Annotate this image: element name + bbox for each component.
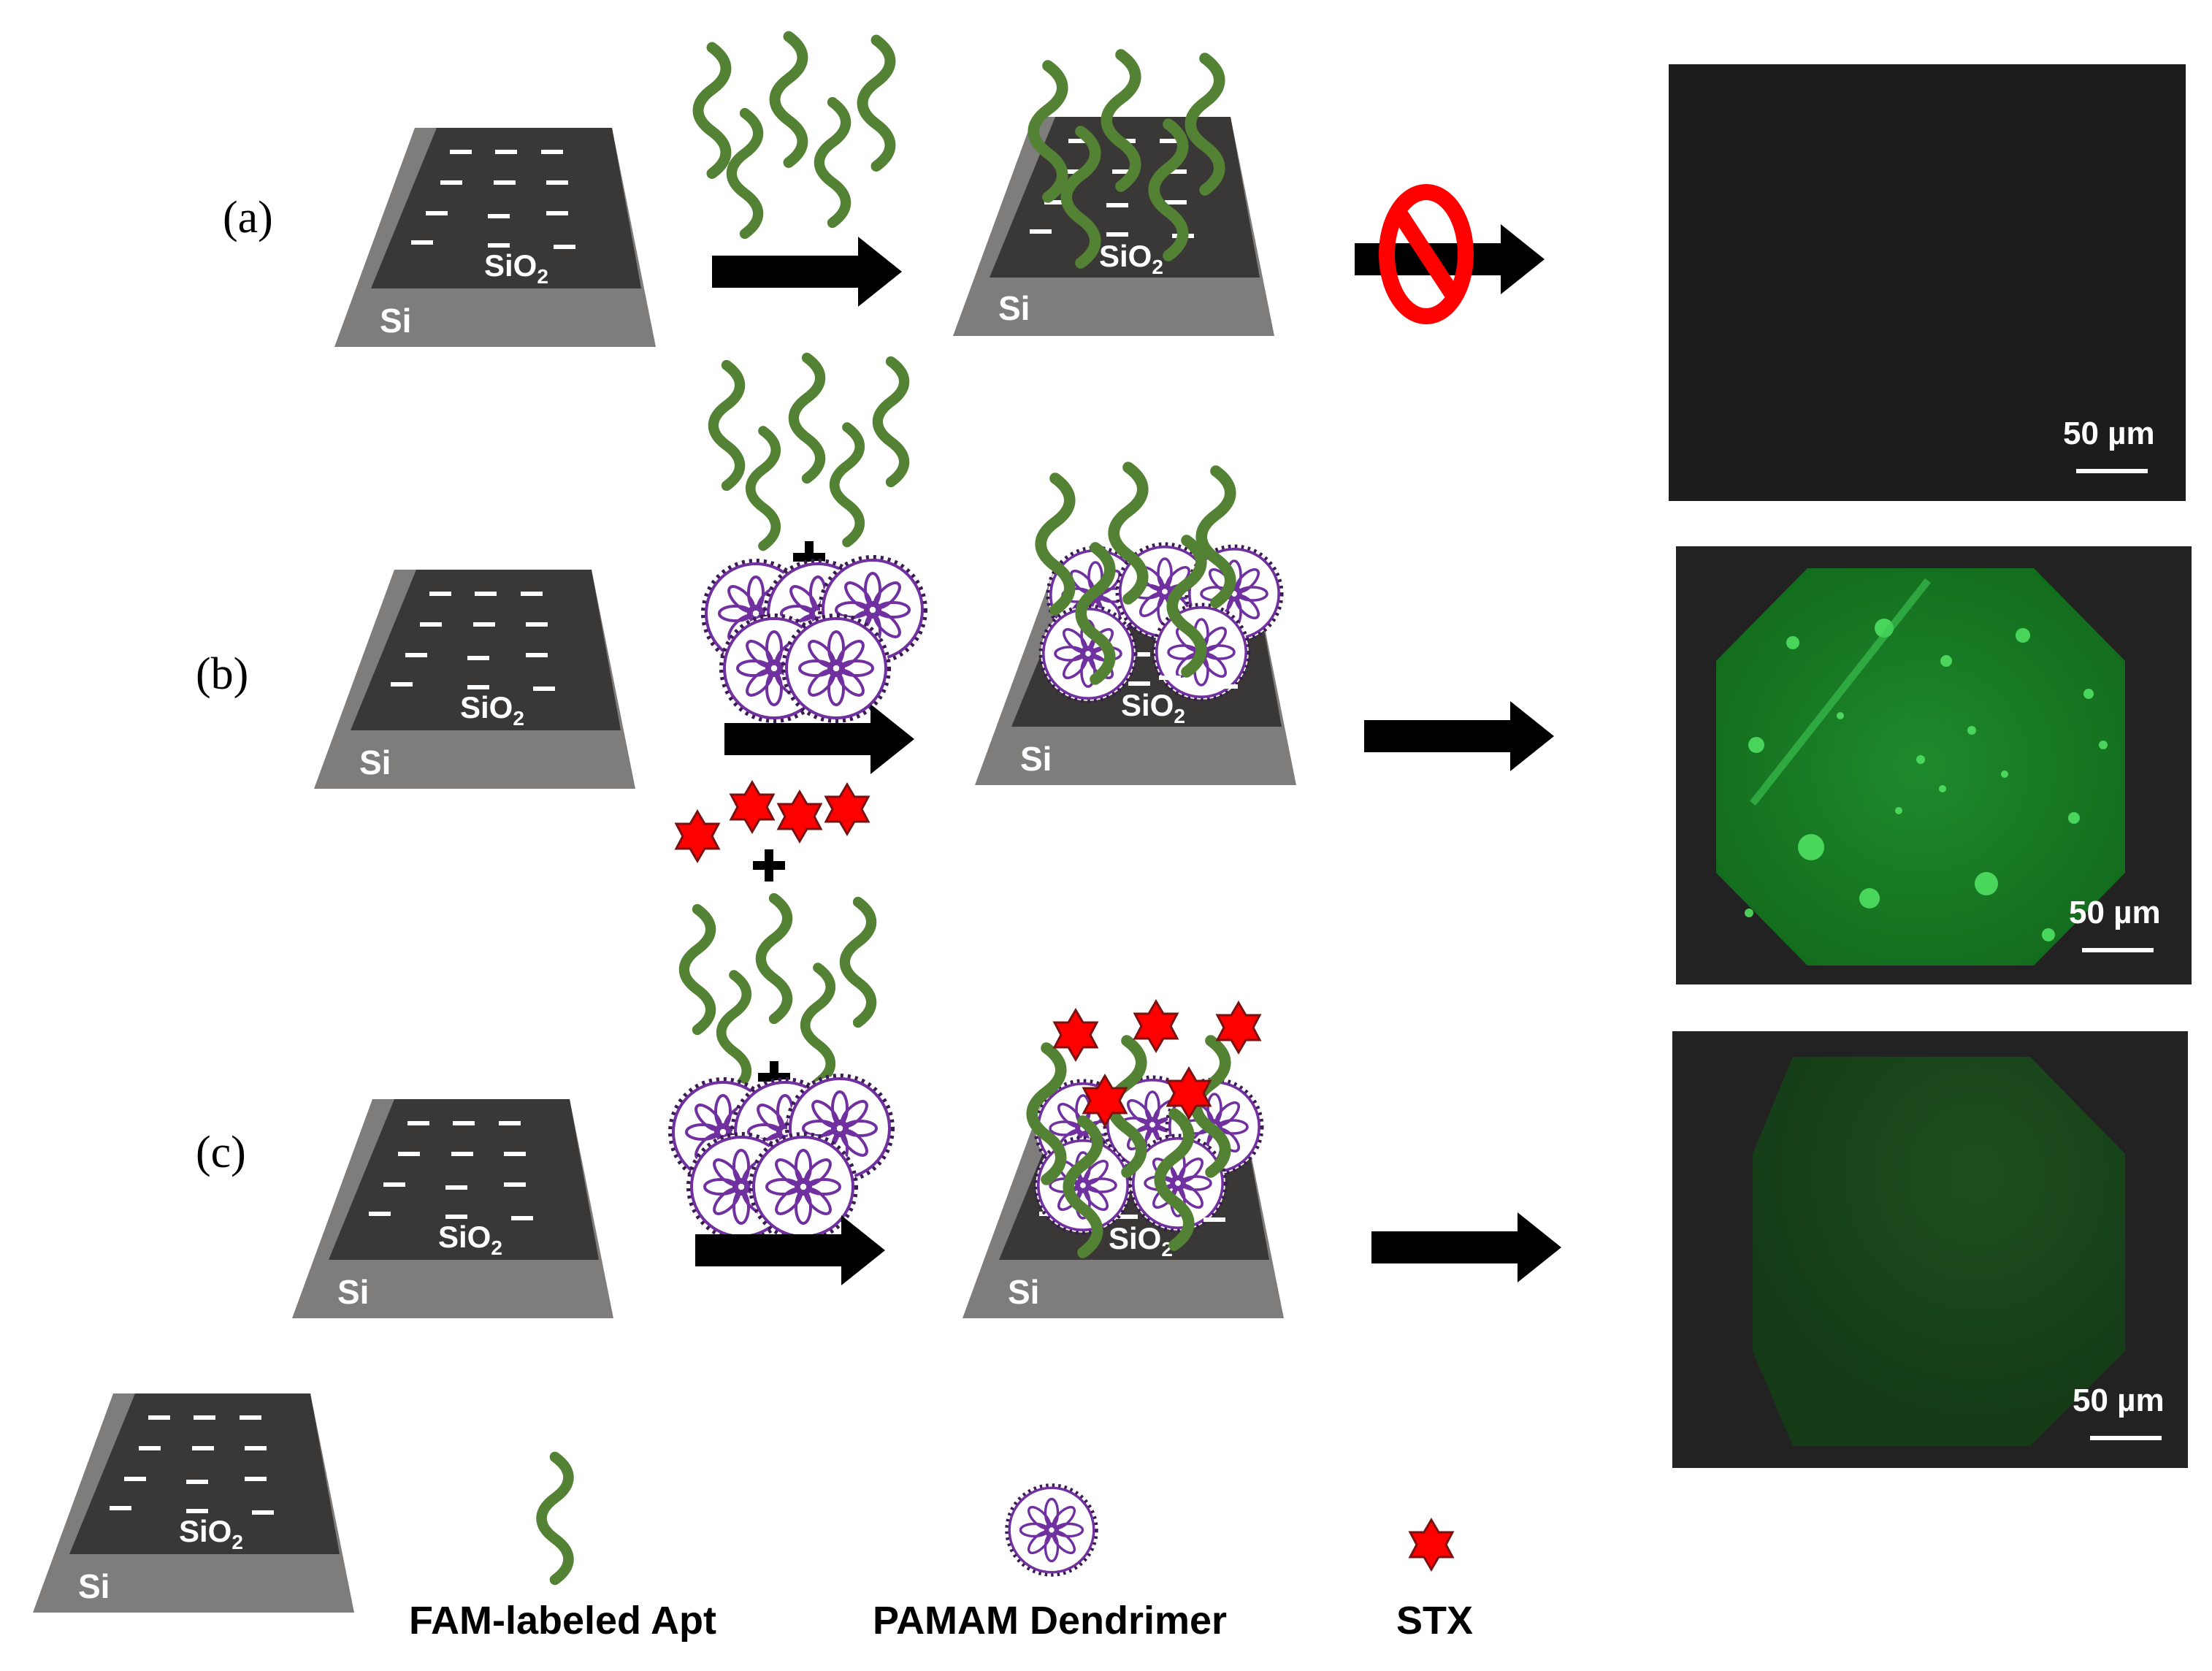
aptamer-group-b (713, 358, 904, 546)
helix-icon (732, 113, 758, 234)
sio2-label: SiO2 (1109, 1221, 1173, 1261)
star-icon (777, 790, 822, 843)
si-label: Si (359, 743, 391, 781)
helix-icon (751, 431, 776, 546)
sio2-label: SiO2 (484, 248, 548, 288)
star-icon (675, 810, 720, 863)
helix-icon (542, 1457, 569, 1580)
helix-icon (684, 909, 711, 1030)
row-label-b: (b) (196, 649, 248, 699)
helix-icon (713, 365, 740, 486)
star-icon (730, 781, 775, 833)
scale-bar-label: 50 µm (2073, 1383, 2165, 1418)
legend-stx-label: STX (1396, 1599, 1473, 1643)
helix-icon (819, 102, 846, 223)
helix-icon (845, 902, 871, 1022)
helix-icon (862, 40, 890, 167)
helix-icon (878, 362, 904, 482)
si-label: Si (1008, 1273, 1039, 1311)
blocked-arrow (1355, 184, 1545, 324)
arrow-icon (1364, 701, 1554, 771)
si-label: Si (380, 302, 411, 340)
aptamer-group-a (698, 37, 890, 234)
fluorescence-field (1716, 568, 2125, 965)
micrograph-b: 50 µm (1676, 546, 2192, 984)
chip-a-after: SiO2 Si (953, 55, 1274, 336)
row-c: (c) SiO2 Si (196, 781, 2188, 1468)
scale-bar (2076, 469, 2148, 473)
si-label: Si (998, 289, 1030, 327)
helix-icon (698, 47, 726, 174)
sio2-label: SiO2 (438, 1220, 502, 1259)
row-b: (b) SiO2 Si (196, 358, 2192, 984)
si-label: Si (1020, 740, 1052, 778)
micrograph-c: 50 µm (1672, 1031, 2188, 1468)
helix-icon (794, 358, 820, 478)
row-label-a: (a) (223, 193, 273, 242)
row-label-c: (c) (196, 1128, 246, 1177)
chip-c-after: SiO2 Si (963, 1000, 1284, 1318)
dendrimer-icon (1036, 1138, 1130, 1233)
scale-bar-label: 50 µm (2069, 895, 2161, 930)
helix-icon (761, 898, 787, 1019)
plus-icon (753, 849, 785, 882)
sio2-label: SiO2 (1099, 239, 1163, 278)
dendrimer-icon (751, 1134, 856, 1239)
chip-c-initial: SiO2 Si (292, 1099, 613, 1318)
dendrimer-icon (784, 616, 889, 721)
chip-b-after: SiO2 Si (975, 467, 1296, 785)
helix-icon (722, 975, 747, 1090)
fluorescence-field (1753, 1057, 2125, 1446)
star-icon (1053, 1009, 1098, 1061)
scale-bar (2090, 1436, 2162, 1440)
micrograph-a: 50 µm (1669, 64, 2186, 501)
legend-aptamer-label: FAM-labeled Apt (409, 1599, 716, 1643)
helix-icon (775, 37, 803, 163)
star-icon (824, 783, 870, 836)
row-a: (a) SiO2 Si SiO2 Si (223, 37, 2186, 501)
sio2-label: SiO2 (460, 690, 524, 730)
chip-b-initial: SiO2 Si (314, 570, 635, 789)
sio2-label: SiO2 (1121, 688, 1185, 727)
stx-group (675, 781, 870, 863)
scale-bar-label: 50 µm (2063, 416, 2155, 451)
arrow-icon (1371, 1212, 1561, 1282)
star-icon (1409, 1518, 1454, 1571)
arrow-icon (712, 237, 902, 307)
si-label: Si (78, 1567, 110, 1605)
star-icon (1133, 1000, 1179, 1052)
dendrimer-cluster-b (703, 557, 925, 721)
dendrimer-cluster-c (670, 1076, 892, 1239)
sio2-label: SiO2 (179, 1514, 243, 1553)
helix-icon (835, 427, 860, 543)
dendrimer-icon (1007, 1485, 1096, 1575)
helix-icon (805, 968, 831, 1083)
si-label: Si (337, 1273, 369, 1311)
legend-dendrimer-label: PAMAM Dendrimer (873, 1599, 1227, 1643)
chip-a-initial: SiO2 Si (334, 128, 656, 347)
legend: SiO2 Si FAM-labeled Apt PAMAM Dendrimer … (33, 1393, 1473, 1643)
legend-substrate: SiO2 Si (33, 1393, 354, 1613)
scale-bar (2082, 948, 2154, 952)
prohibition-icon (1379, 184, 1474, 324)
